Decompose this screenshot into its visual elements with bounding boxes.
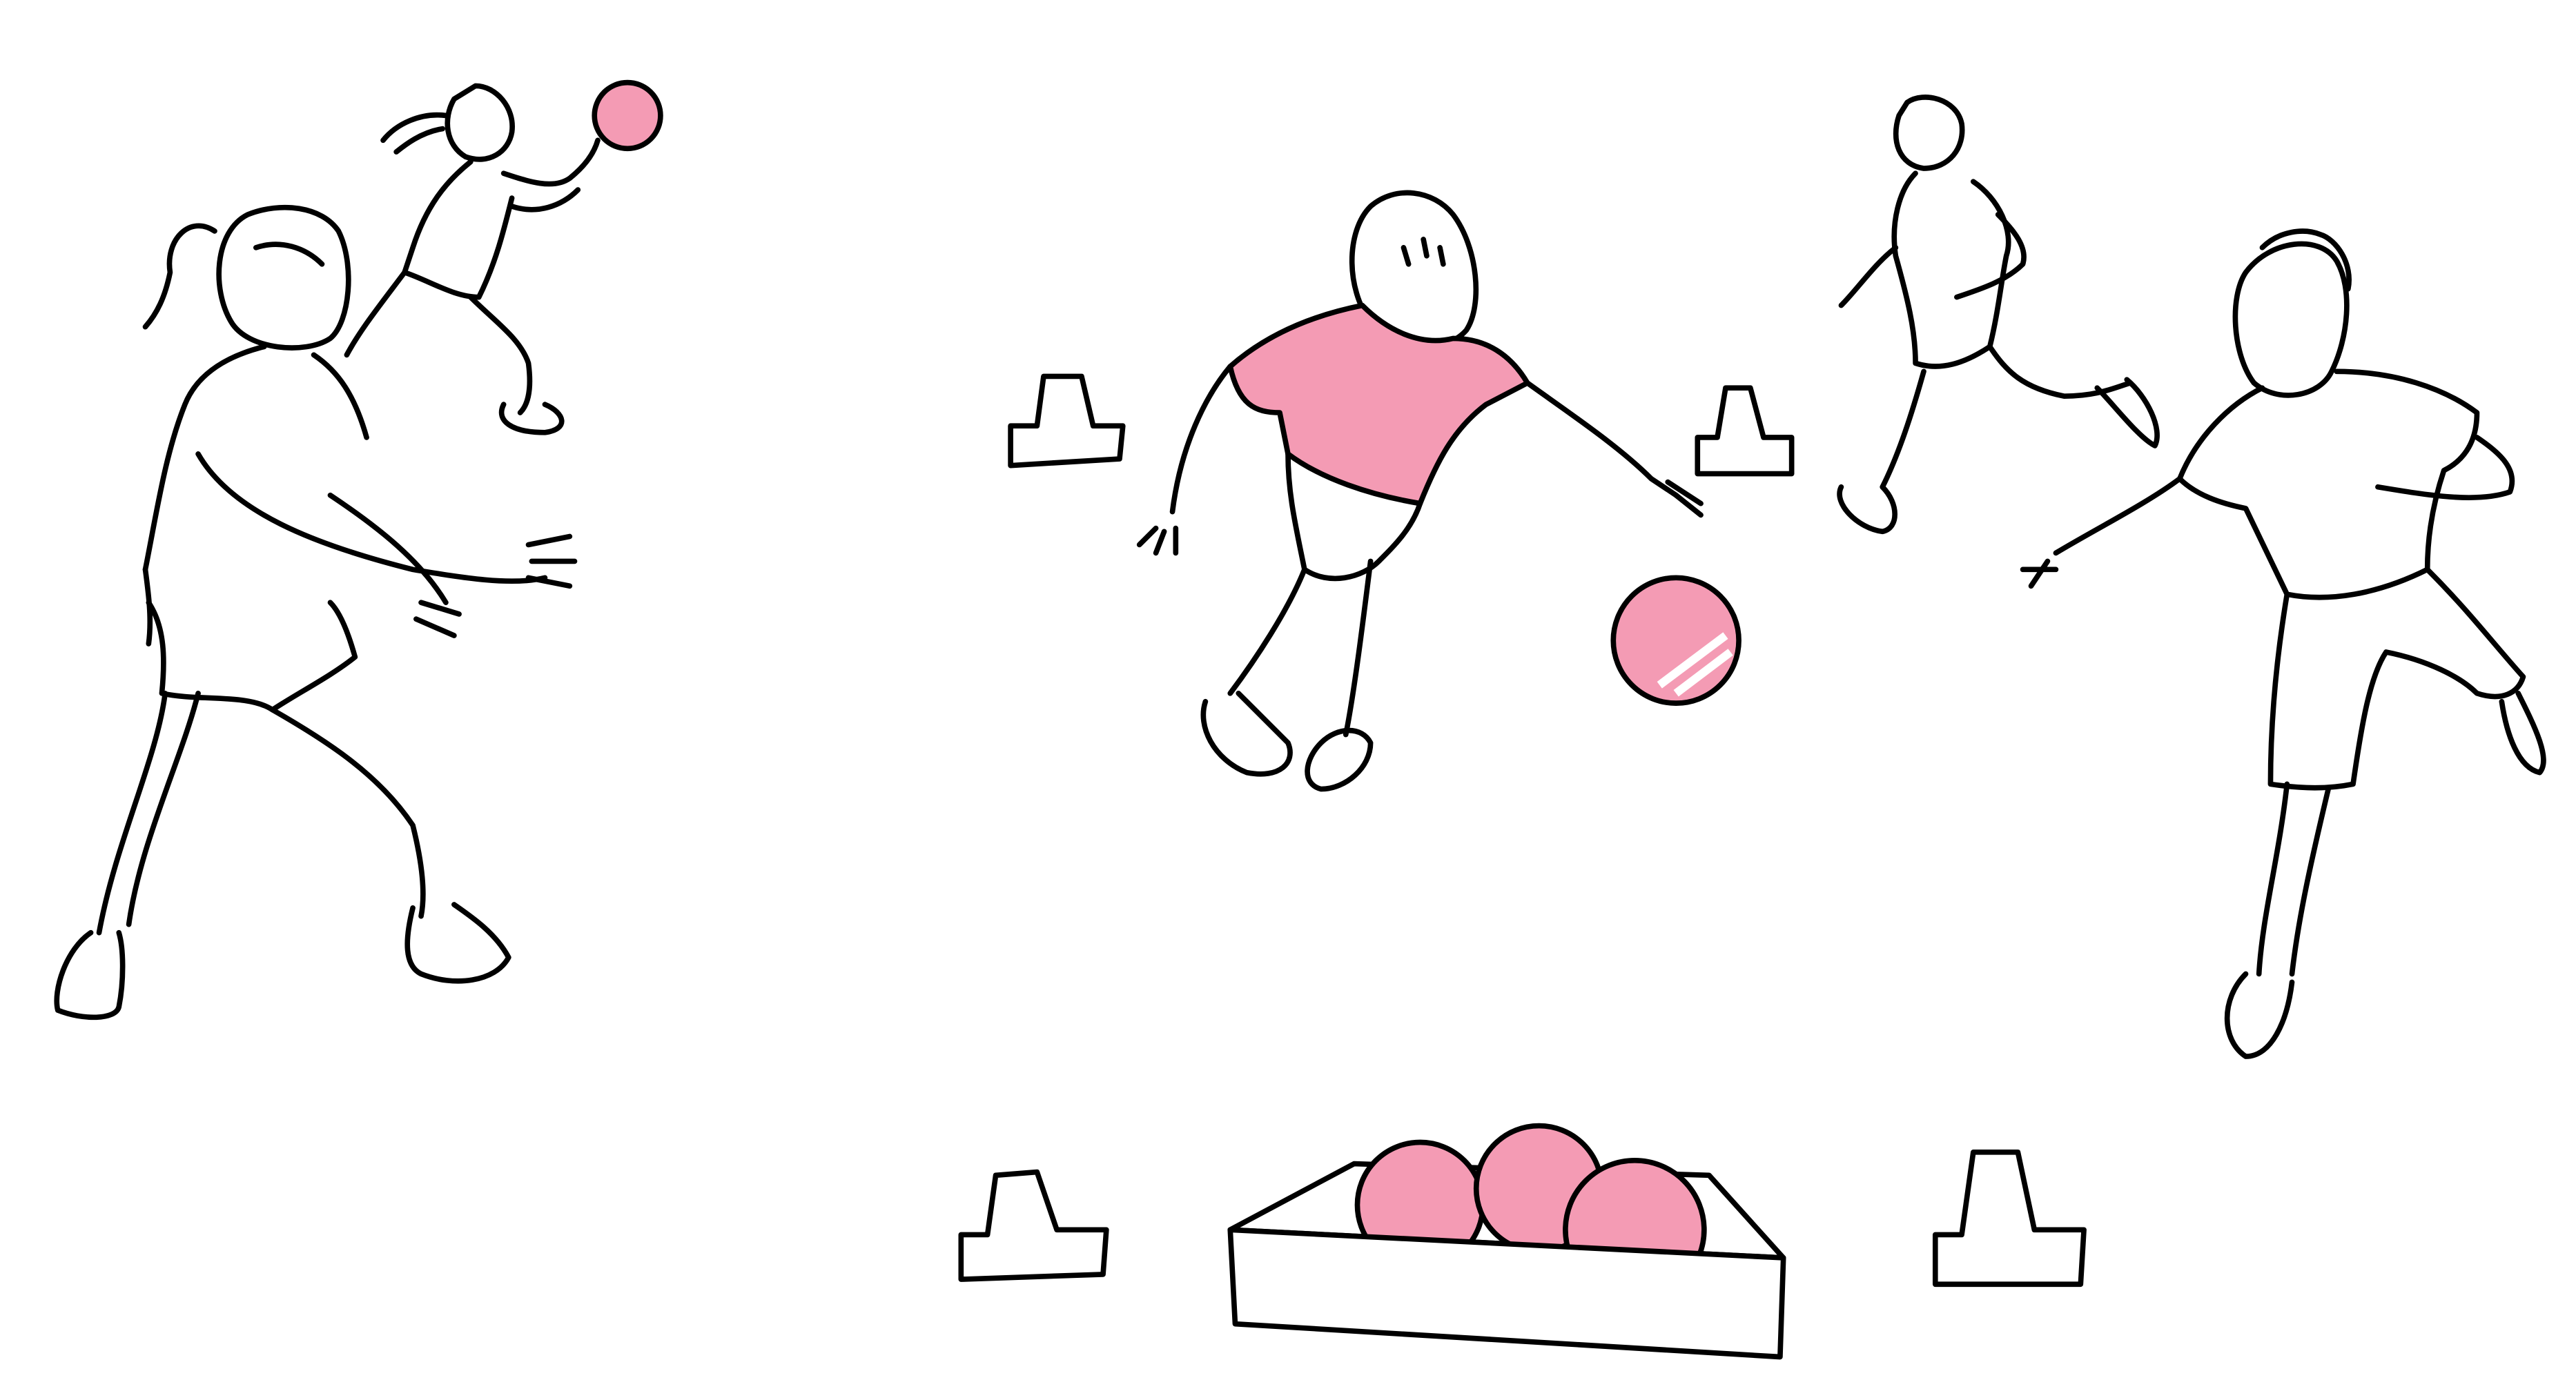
player-figure-left-girl [54,204,578,1021]
player-figure-back-girl [344,79,663,435]
cone-icon-bottom-left [958,1169,1109,1282]
cone-icon-top-right [1695,385,1795,477]
player-figure-center-boy [1136,190,1741,792]
ball-icon [592,79,663,152]
cone-icon-top-left [1008,373,1126,469]
cone-icon-bottom-right [1932,1150,2087,1288]
player-figure-right-boy [2020,228,2546,1059]
player-figure-running-boy [1837,95,2160,535]
ball-crate-icon [1227,1123,1786,1360]
